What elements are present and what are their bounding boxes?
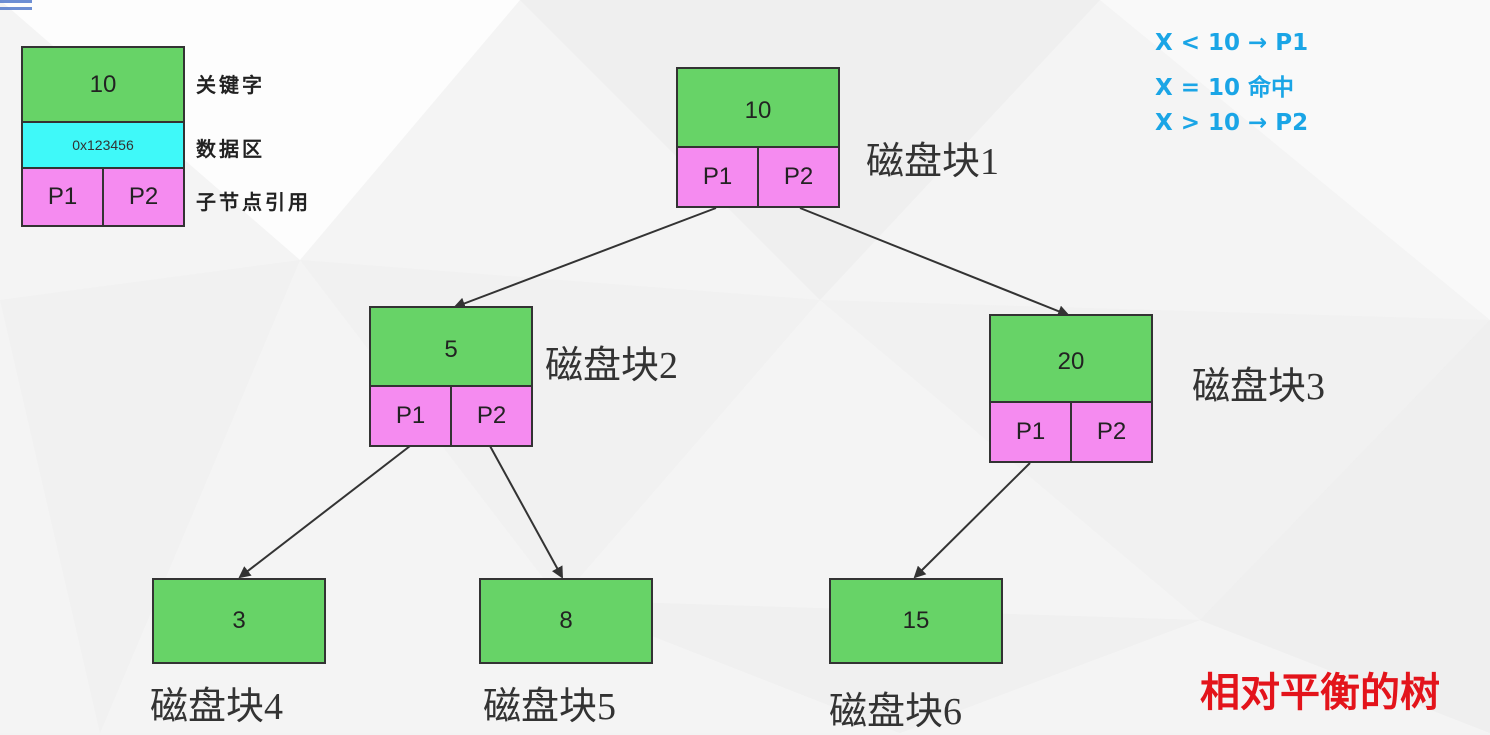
- legend-pointer-row: P1 P2: [23, 169, 183, 225]
- disk-block-3: 20 P1 P2: [989, 314, 1153, 463]
- legend-data-cell: 0x123456: [23, 121, 183, 169]
- legend-data-label: 数据区: [196, 137, 265, 161]
- block6-label: 磁盘块6: [829, 691, 963, 733]
- legend-key-cell: 10: [23, 48, 183, 121]
- block3-key: 20: [991, 316, 1151, 407]
- disk-block-1: 10 P1 P2: [676, 67, 840, 208]
- block2-label: 磁盘块2: [545, 345, 679, 387]
- block2-p2: P2: [450, 387, 531, 445]
- block2-p1: P1: [395, 402, 426, 429]
- disk-block-6: 15: [829, 578, 1003, 664]
- block6-key: 15: [831, 580, 1001, 662]
- rule-greater-than: X > 10 → P2: [1155, 110, 1309, 136]
- corner-mark: [0, 0, 32, 10]
- legend-p1-cell: P1: [47, 183, 78, 210]
- legend-node: 10 0x123456 P1 P2: [21, 46, 185, 227]
- block1-label: 磁盘块1: [866, 141, 1000, 183]
- tree-caption: 相对平衡的树: [1200, 670, 1440, 716]
- block5-key: 8: [481, 580, 651, 662]
- block5-label: 磁盘块5: [483, 686, 617, 728]
- block4-label: 磁盘块4: [150, 686, 284, 728]
- legend-pointer-label: 子节点引用: [196, 190, 311, 214]
- disk-block-5: 8: [479, 578, 653, 664]
- block4-key: 3: [154, 580, 324, 662]
- block1-p1: P1: [702, 163, 733, 190]
- legend-p2-cell: P2: [102, 169, 183, 225]
- block3-pointers: P1 P2: [991, 401, 1151, 461]
- legend-key-label: 关键字: [196, 73, 265, 97]
- rule-less-than: X < 10 → P1: [1155, 30, 1309, 56]
- block1-p2: P2: [757, 148, 838, 206]
- block1-pointers: P1 P2: [678, 146, 838, 206]
- block1-key: 10: [678, 69, 838, 152]
- rule-equal: X = 10 命中: [1155, 75, 1295, 101]
- disk-block-4: 3: [152, 578, 326, 664]
- block2-pointers: P1 P2: [371, 385, 531, 445]
- block3-label: 磁盘块3: [1192, 366, 1326, 408]
- block3-p1: P1: [1015, 418, 1046, 445]
- block3-p2: P2: [1070, 403, 1151, 461]
- block2-key: 5: [371, 308, 531, 391]
- disk-block-2: 5 P1 P2: [369, 306, 533, 447]
